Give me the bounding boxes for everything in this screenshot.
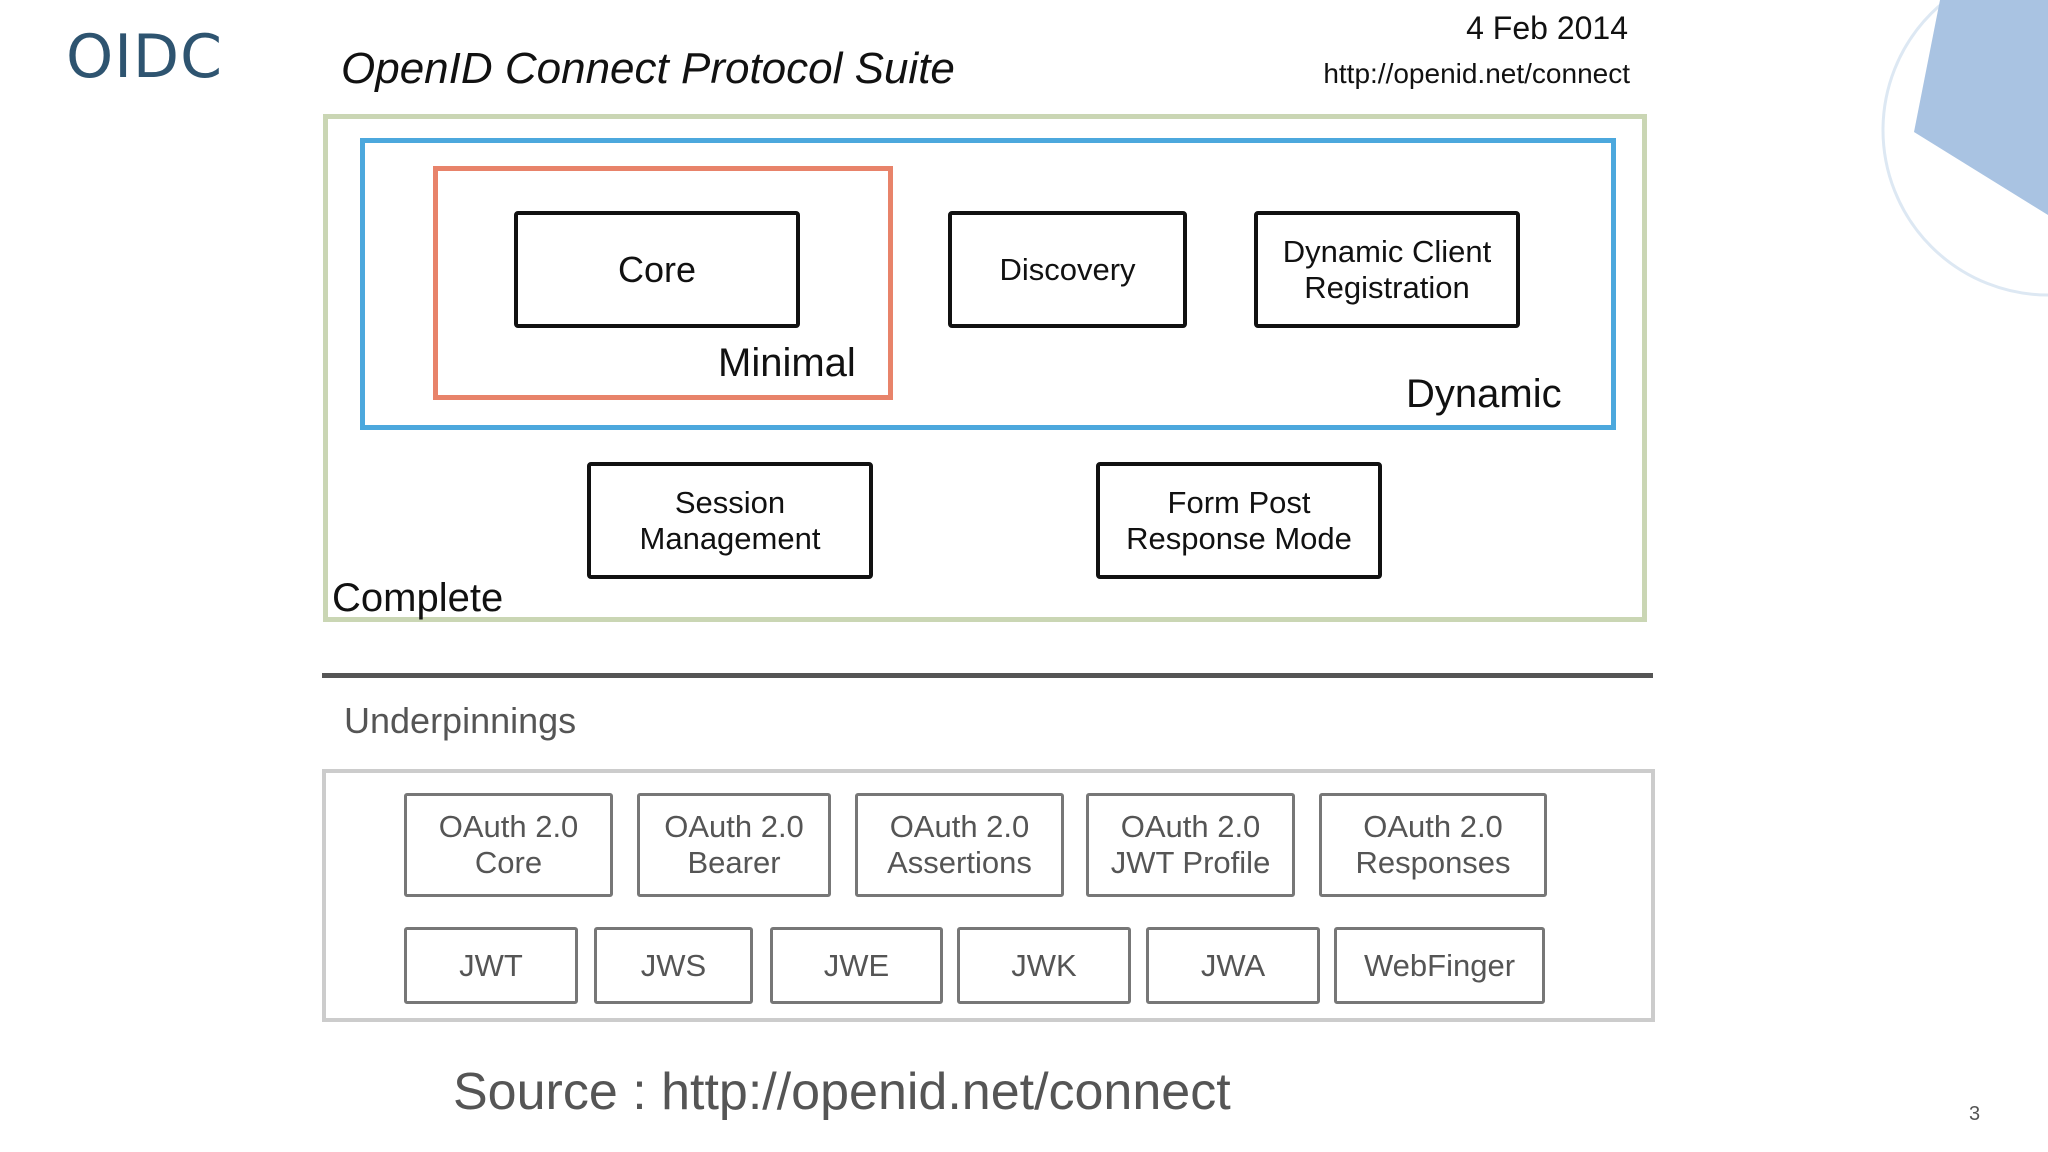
page-number: 3 xyxy=(1969,1103,1981,1125)
underpinning-item-label: JWA xyxy=(1200,947,1266,983)
spec-dynamic-client-registration: Dynamic Client Registration xyxy=(1254,211,1520,328)
underpinning-item: JWT xyxy=(404,927,578,1004)
spec-form-post-response-mode: Form Post Response Mode xyxy=(1096,462,1382,579)
diagram-title: OpenID Connect Protocol Suite xyxy=(341,44,955,93)
dynamic-group-frame xyxy=(360,138,1616,430)
underpinnings-label: Underpinnings xyxy=(344,700,577,741)
slide-title: OIDC xyxy=(66,22,224,92)
underpinning-item: OAuth 2.0 Assertions xyxy=(855,793,1064,897)
underpinning-item-label: OAuth 2.0 Core xyxy=(438,809,579,880)
underpinning-item: JWA xyxy=(1146,927,1320,1004)
corner-decoration xyxy=(1881,0,2048,297)
underpinning-item: OAuth 2.0 Responses xyxy=(1319,793,1547,897)
underpinnings-frame xyxy=(322,769,1655,1022)
diagram-url: http://openid.net/connect xyxy=(1323,58,1630,89)
spec-session-management-label: Session Management xyxy=(639,484,821,556)
spec-form-post-response-mode-label: Form Post Response Mode xyxy=(1126,484,1352,556)
underpinning-item: JWS xyxy=(594,927,753,1004)
diagram-date: 4 Feb 2014 xyxy=(1466,10,1628,46)
underpinning-item-label: OAuth 2.0 Assertions xyxy=(887,809,1032,880)
complete-group-label: Complete xyxy=(332,576,504,620)
spec-session-management: Session Management xyxy=(587,462,873,579)
spec-discovery-label: Discovery xyxy=(999,251,1136,287)
underpinning-item-label: OAuth 2.0 Responses xyxy=(1355,809,1511,880)
underpinning-item-label: JWK xyxy=(1011,947,1077,983)
spec-core: Core xyxy=(514,211,800,328)
underpinning-item: OAuth 2.0 Bearer xyxy=(637,793,831,897)
minimal-group-label: Minimal xyxy=(718,341,856,385)
minimal-group-frame xyxy=(433,166,893,400)
underpinning-item: OAuth 2.0 Core xyxy=(404,793,613,897)
underpinning-item: WebFinger xyxy=(1334,927,1545,1004)
underpinning-item-label: WebFinger xyxy=(1363,947,1516,983)
underpinning-item: JWK xyxy=(957,927,1131,1004)
underpinning-item-label: JWT xyxy=(459,947,523,983)
spec-discovery: Discovery xyxy=(948,211,1187,328)
dynamic-group-label: Dynamic xyxy=(1406,372,1562,416)
underpinning-item: OAuth 2.0 JWT Profile xyxy=(1086,793,1295,897)
section-divider xyxy=(322,673,1653,678)
source-caption: Source : http://openid.net/connect xyxy=(453,1063,1231,1121)
complete-group-frame xyxy=(323,114,1647,622)
underpinning-item-label: JWS xyxy=(640,947,707,983)
underpinning-item: JWE xyxy=(770,927,943,1004)
spec-core-label: Core xyxy=(617,248,697,290)
underpinning-item-label: OAuth 2.0 Bearer xyxy=(664,809,804,880)
spec-dynamic-client-registration-label: Dynamic Client Registration xyxy=(1282,233,1492,305)
underpinning-item-label: OAuth 2.0 JWT Profile xyxy=(1110,809,1271,880)
underpinning-item-label: JWE xyxy=(823,947,890,983)
